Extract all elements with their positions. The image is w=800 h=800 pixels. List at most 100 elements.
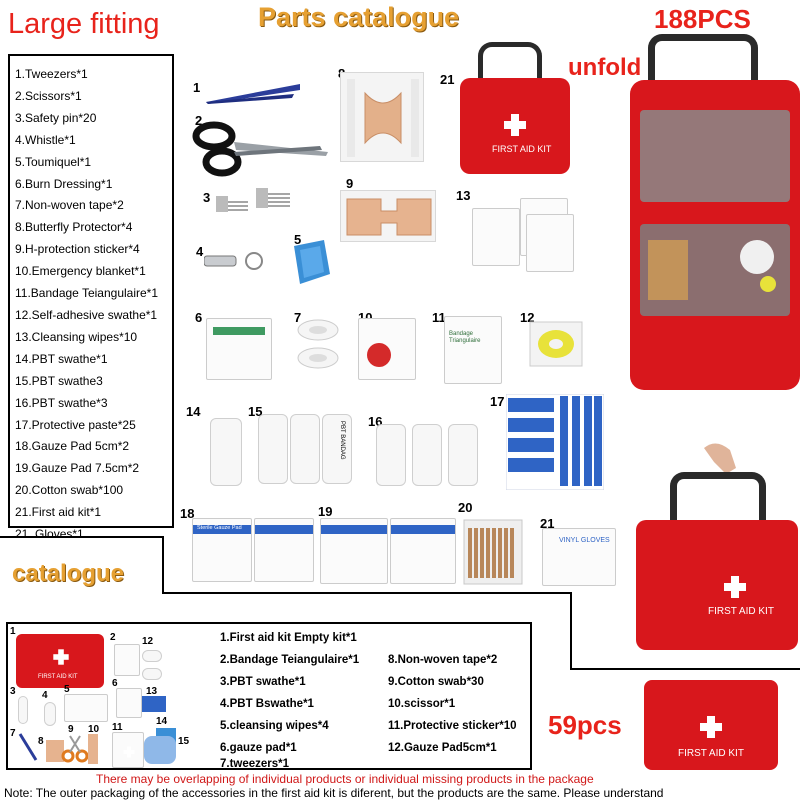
gloves-label: VINYL GLOVES (559, 537, 610, 544)
part-number: 20 (458, 500, 473, 515)
part-number: 7 (10, 728, 16, 739)
list-item: 14.PBT swathe*1 (15, 351, 108, 366)
catalogue-item: 7.tweezers*1 (220, 758, 290, 770)
gauze-pad-pack (390, 518, 456, 584)
medical-cross-icon (504, 114, 526, 136)
part-number: 15 (178, 736, 190, 747)
part-number: 5 (64, 684, 70, 695)
unfold-label: unfold (568, 54, 642, 81)
cleansing-wipe-pack (472, 208, 520, 266)
triangle-bandage-pack (114, 644, 140, 676)
first-aid-bag-image: FIRST AID KIT (636, 520, 798, 650)
bag-label: FIRST AID KIT (492, 144, 552, 154)
total-pcs-badge: 188PCS (654, 4, 751, 34)
part-number: 5 (294, 232, 302, 247)
gauze-pad-pack: Sterile Gauze Pad (192, 518, 252, 582)
pbt-bandage-roll (210, 418, 242, 486)
triangle-bandage-pack: Bandage Triangulaire (444, 316, 502, 384)
list-item: 2.Scissors*1 (15, 88, 82, 103)
list-item: 16.PBT swathe*3 (15, 395, 108, 410)
part-number: 19 (318, 504, 333, 519)
tape-roll (142, 668, 162, 680)
part-number: 1 (193, 80, 201, 95)
medical-cross-icon (724, 576, 746, 598)
catalogue-title: catalogue (12, 560, 125, 587)
part-number: 4 (42, 690, 48, 701)
part-number: 6 (195, 310, 203, 325)
part-number: 17 (490, 394, 505, 409)
h-protection-sticker-image (340, 190, 436, 242)
list-item: 10.Emergency blanket*1 (15, 264, 146, 279)
tweezers-icon (18, 733, 38, 761)
list-item: 4.Whistle*1 (15, 132, 76, 147)
cotton-swab (88, 734, 98, 764)
bag-label: FIRST AID KIT (708, 606, 774, 617)
large-fitting-list: 1.Tweezers*1 2.Scissors*1 3.Safety pin*2… (8, 54, 174, 541)
part-number: 12 (142, 636, 154, 647)
bag-mesh-pocket (640, 110, 790, 202)
list-item: 17.Protective paste*25 (15, 417, 136, 432)
safety-pins-icon (216, 188, 290, 212)
cotton-swab-image (463, 519, 523, 585)
list-item: 3.Safety pin*20 (15, 110, 97, 125)
tape-roll (142, 650, 162, 662)
gauze-pad-pack (254, 518, 314, 582)
part-number: 13 (456, 188, 471, 203)
catalogue-item: 10.scissor*1 (388, 698, 456, 710)
triangle-bandage-label: Bandage Triangulaire (449, 331, 481, 344)
pbt-bandage-roll: PBT BANDAG (322, 414, 352, 484)
part-number: 2 (195, 113, 203, 128)
non-woven-tape-image (297, 319, 339, 369)
part-number: 18 (180, 506, 195, 521)
large-fitting-title: Large fitting (8, 8, 160, 40)
part-number: 21 (440, 72, 455, 87)
list-item: 5.Toumiquel*1 (15, 154, 92, 169)
part-number: 3 (203, 190, 211, 205)
parts-catalogue-title: Parts catalogue (258, 2, 460, 32)
bag-handle (648, 34, 758, 92)
protective-sticker-pack (112, 732, 144, 768)
frame-line (0, 536, 164, 538)
list-item: 9.H-protection sticker*4 (15, 242, 140, 257)
part-number: 3 (10, 686, 16, 697)
gauze-pad-pack (116, 688, 142, 718)
whistle-icon (204, 252, 263, 270)
part-number: 11 (432, 310, 446, 325)
part-number: 21 (540, 516, 555, 531)
tape-roll (740, 240, 774, 274)
packaging-note-text: Note: The outer packaging of the accesso… (4, 786, 664, 800)
catalogue-item: 9.Cotton swab*30 (388, 676, 484, 688)
frame-line (570, 668, 800, 670)
list-item: 15.PBT swathe3 (15, 373, 103, 388)
yellow-tape-roll (760, 276, 776, 292)
catalogue-item: 11.Protective sticker*10 (388, 720, 517, 732)
pbt-bandage-roll (412, 424, 442, 486)
part-number: 12 (520, 310, 535, 325)
gauze-label: Sterile Gauze Pad (197, 525, 242, 531)
bandage-pack (648, 240, 688, 300)
tourniquet-icon (294, 240, 330, 284)
part-number: 6 (112, 678, 118, 689)
part-number: 11 (112, 722, 123, 733)
bag-handle (478, 42, 542, 82)
medical-cross-icon (700, 716, 722, 738)
catalogue-item: 6.gauze pad*1 (220, 742, 297, 754)
small-bag-image: FIRST AID KIT (16, 634, 104, 688)
burn-dressing-pack (206, 318, 272, 380)
bandage-label: PBT BANDAG (339, 421, 345, 460)
pbt-bandage-roll (44, 702, 56, 726)
emergency-blanket-pack (358, 318, 416, 380)
small-first-aid-pouch-image: FIRST AID KIT (644, 680, 778, 770)
scissors-icon (192, 121, 328, 177)
list-item: 12.Self-adhesive swathe*1 (15, 307, 158, 322)
frame-line (570, 592, 572, 670)
part-number: 14 (186, 404, 201, 419)
protective-sticker (142, 696, 166, 712)
frame-line (162, 592, 572, 594)
scissors-icon (61, 735, 89, 763)
protective-paste-image (506, 394, 604, 490)
list-item: 18.Gauze Pad 5cm*2 (15, 439, 130, 454)
face-mask (144, 736, 176, 764)
pbt-bandage-roll (290, 414, 320, 484)
small-pcs-badge: 59pcs (548, 710, 622, 740)
